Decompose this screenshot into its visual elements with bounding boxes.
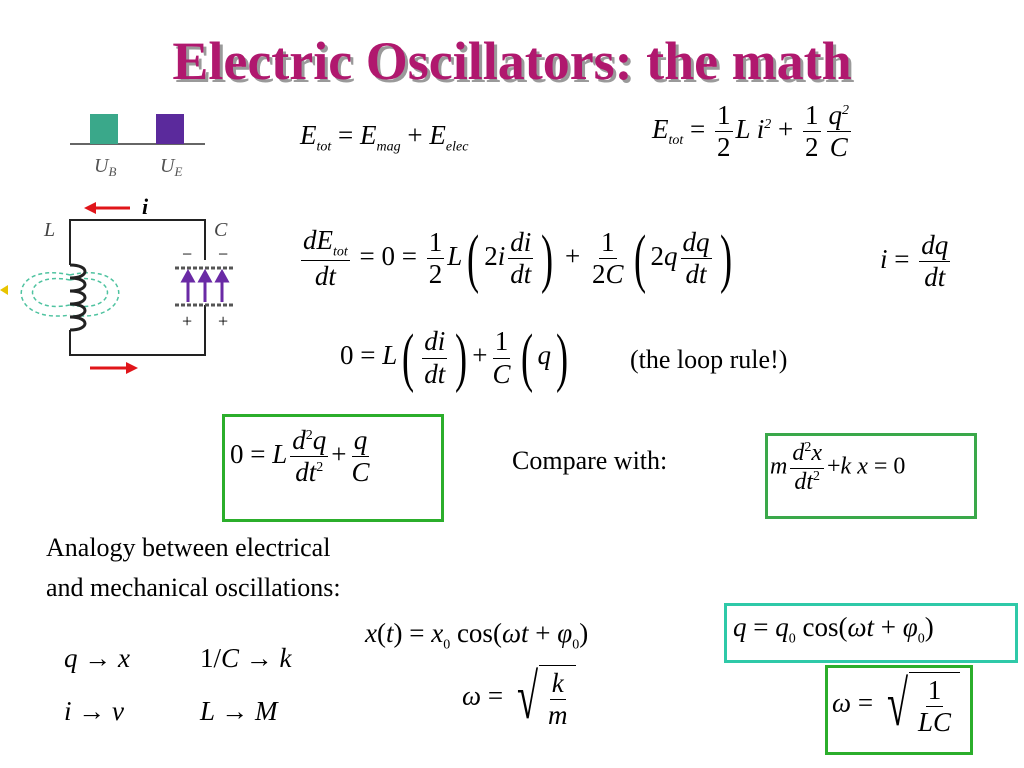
map-q-to-x: q → x xyxy=(64,643,130,673)
eq-charge-solution: q = q0 cos(ωt + φ0) xyxy=(733,612,934,647)
circuit-wire xyxy=(69,219,206,356)
current-arrow-bottom-head xyxy=(126,362,138,374)
result-box-charge xyxy=(724,603,1018,663)
compare-label: Compare with: xyxy=(512,446,668,475)
map-l-to-m: L → M xyxy=(200,696,278,726)
field-lines xyxy=(20,272,120,317)
map-i-to-v: i → v xyxy=(64,696,124,726)
inductor-label: L xyxy=(43,219,55,241)
map-invc-to-k: 1/C → k xyxy=(200,643,292,673)
result-box-lc xyxy=(222,414,444,522)
eq-mechanical-solution: x(t) = x0 cos(ωt + φ0) xyxy=(365,618,589,653)
current-arrow-top-head xyxy=(84,202,96,214)
capacitor-plus-1: + xyxy=(182,311,192,331)
efield-arrows xyxy=(180,268,230,302)
eq-total-energy-sum: Etot = Emag + Eelec xyxy=(300,120,469,155)
energy-bar-ub xyxy=(90,114,118,144)
capacitor-minus-2: − xyxy=(218,244,228,264)
inductor-coil xyxy=(69,263,87,332)
result-box-omega xyxy=(825,665,973,755)
energy-bar-ue xyxy=(156,114,184,144)
lc-circuit-figure: UB UE i L C − − + + xyxy=(0,114,235,374)
capacitor-label: C xyxy=(214,219,228,241)
field-arrow-left xyxy=(0,285,8,295)
slide-title: Electric Oscillators: the math xyxy=(172,31,852,91)
analogy-line-2: and mechanical oscillations: xyxy=(46,573,341,602)
capacitor-plus-2: + xyxy=(218,311,228,331)
ub-label: UB xyxy=(94,155,116,179)
compare-box-spring xyxy=(765,433,977,519)
ue-label: UE xyxy=(160,155,182,179)
analogy-line-1: Analogy between electrical xyxy=(46,533,331,562)
loop-rule-note: (the loop rule!) xyxy=(630,345,788,374)
capacitor-minus-1: − xyxy=(182,244,192,264)
current-label: i xyxy=(142,194,149,219)
